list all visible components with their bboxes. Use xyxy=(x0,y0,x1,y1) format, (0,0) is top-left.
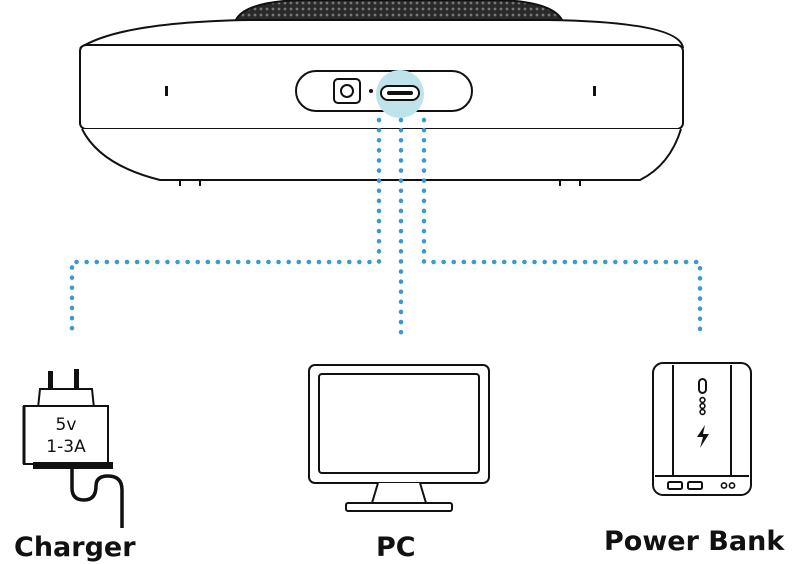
charger-label: Charger xyxy=(14,532,136,563)
connector-lines xyxy=(69,117,703,341)
pc-label: PC xyxy=(376,532,416,563)
monitor-icon xyxy=(308,364,490,512)
charger-current: 1-3A xyxy=(46,437,86,457)
usb-c-port xyxy=(376,70,424,118)
wall-charger-icon: 5v 1-3A xyxy=(22,369,124,528)
power-bank-icon xyxy=(652,362,752,496)
charger-voltage: 5v xyxy=(56,415,77,435)
connector-to-charger xyxy=(69,117,382,335)
connector-to-power-bank xyxy=(421,117,703,335)
power-bank-label: Power Bank xyxy=(604,526,785,557)
